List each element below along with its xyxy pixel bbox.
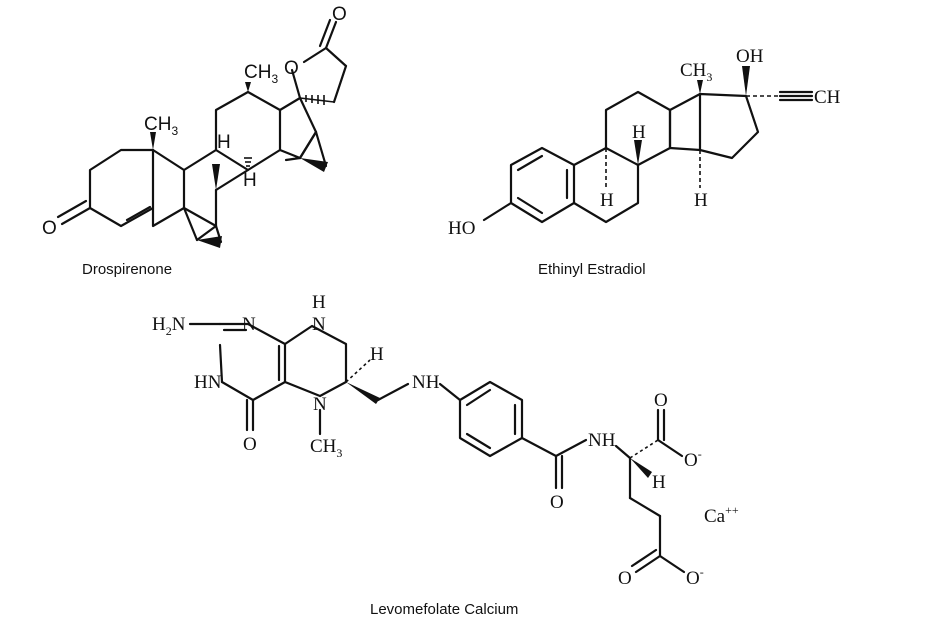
levomefolate-caption: Levomefolate Calcium xyxy=(370,601,518,618)
estradiol-ring-b xyxy=(572,146,640,224)
phenol-ho-label: HO xyxy=(448,218,475,239)
carboxyl-oxygen-label-2: O xyxy=(618,568,632,589)
pyrimidine-oxygen-label: O xyxy=(243,434,257,455)
carboxyl-oxygen-label-1: O xyxy=(654,390,668,411)
hydroxyl-label: OH xyxy=(736,46,764,67)
drospirenone-ring-b xyxy=(151,148,186,228)
pyrimidine-hn-label: HN xyxy=(194,372,222,393)
ethinyl-estradiol-caption: Ethinyl Estradiol xyxy=(538,261,646,278)
alkyne-ch-label: CH xyxy=(814,87,841,108)
methyl-label-a: CH3 xyxy=(144,114,178,138)
hydrogen-label-c: H xyxy=(694,190,708,211)
levomefolate-structure: H2N N N H HN O N CH3 H NH O NH O O- H O … xyxy=(152,292,739,618)
estradiol-aromatic-ring xyxy=(509,146,576,224)
n-methyl-label: CH3 xyxy=(310,436,342,460)
hydrogen-label-b: H xyxy=(632,122,646,143)
pyrazine-n5-label: N xyxy=(313,394,327,415)
hydrogen-label-b: H xyxy=(243,170,257,191)
pyrazine-nh-label: N xyxy=(312,314,326,335)
linker-nh-label: NH xyxy=(412,372,440,393)
carboxylate-oxygen-label-2: O- xyxy=(686,565,704,589)
pyrimidine-ring xyxy=(218,322,287,402)
hydrogen-label-a: H xyxy=(217,132,231,153)
ketone-double-bond xyxy=(60,206,92,226)
drospirenone-caption: Drospirenone xyxy=(82,261,172,278)
amide-nh-label: NH xyxy=(588,430,616,451)
drospirenone-structure: O O O CH3 CH3 H H Drospirenone xyxy=(42,4,348,278)
lactone-oxygen-label: O xyxy=(332,4,347,25)
methyl-label-b: CH3 xyxy=(244,62,278,86)
calcium-ion-label: Ca++ xyxy=(704,503,739,527)
benzene-ring xyxy=(458,380,524,458)
ring-oxygen-label: O xyxy=(284,58,299,79)
alpha-hydrogen-label: H xyxy=(652,472,666,493)
pyrazine-nh-hydrogen-label: H xyxy=(312,292,326,313)
drospirenone-ring-d xyxy=(278,96,318,160)
pyrimidine-n-label: N xyxy=(242,314,256,335)
pyrazine-ring xyxy=(283,324,348,398)
amide-oxygen-label: O xyxy=(550,492,564,513)
drospirenone-ring-a xyxy=(88,148,155,228)
amine-h2n-label: H2N xyxy=(152,314,186,338)
stereo-hydrogen-label: H xyxy=(370,344,384,365)
ketone-oxygen-label: O xyxy=(42,218,57,239)
estradiol-ring-c xyxy=(604,90,672,167)
ethinyl-estradiol-structure: OH CH3 CH HO H H H Ethinyl Estradiol xyxy=(448,46,841,278)
estradiol-ring-d xyxy=(668,92,760,160)
hydrogen-label-a: H xyxy=(600,190,614,211)
carboxylate-oxygen-label-1: O- xyxy=(684,447,702,471)
methyl-label: CH3 xyxy=(680,60,712,84)
